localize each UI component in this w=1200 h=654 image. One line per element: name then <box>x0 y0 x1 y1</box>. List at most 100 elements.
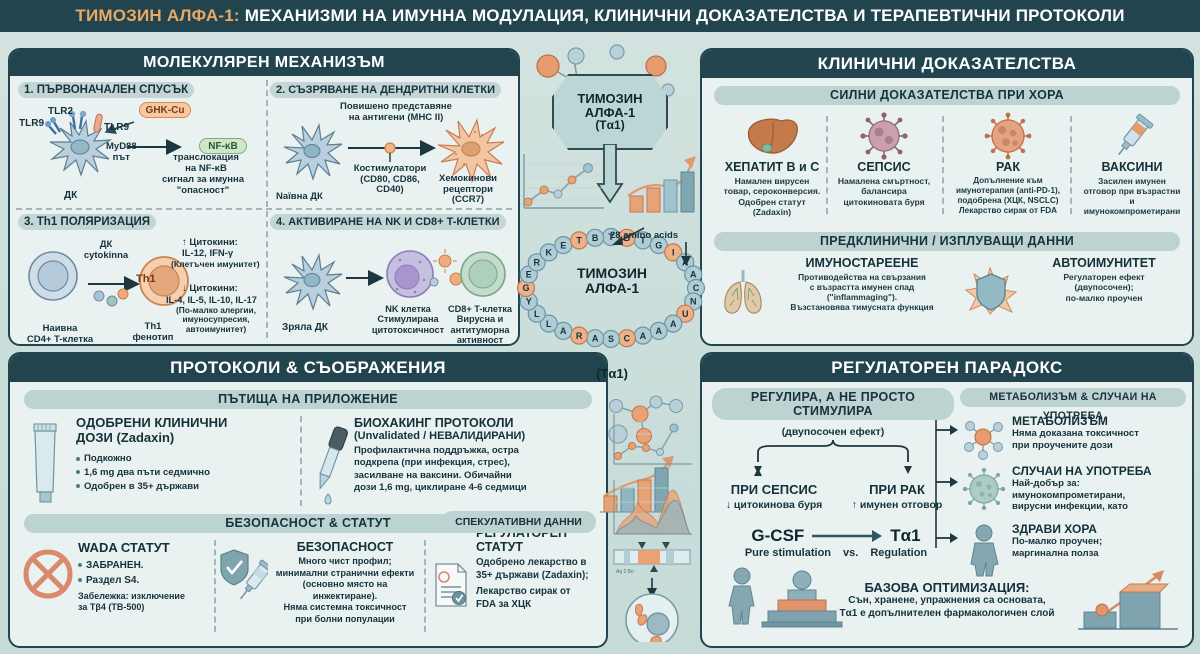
regulatory-desc-2: Лекарство сирак от FDA за ХЦК <box>476 586 571 611</box>
amino-arrow-icon <box>681 242 691 266</box>
preclinical-name: АВТОИМУНИТЕТ <box>1052 256 1156 270</box>
safety-desc: Много чист профил; минимални странични е… <box>275 556 415 624</box>
routes-header: ПЪТИЩА НА ПРИЛОЖЕНИЕ <box>24 390 592 409</box>
preclinical-desc: Противодейства на свързания с възрастта … <box>790 272 934 313</box>
document-check-icon <box>435 563 467 607</box>
line-chart-mini <box>523 154 604 209</box>
base-desc: Сън, хранене, упражнения са основата, Tα… <box>839 595 1055 619</box>
branch-connector <box>754 440 912 476</box>
data-visualization-column: Aq 2 Bo <box>613 414 692 642</box>
hex-line-1: ТИМОЗИН <box>577 91 643 107</box>
syringe-icon <box>1117 113 1154 156</box>
divider <box>214 540 216 632</box>
clinical-panel-title: КЛИНИЧНИ ДОКАЗАТЕЛСТВА <box>702 50 1192 78</box>
naive-dc-label: Naïвна ДК <box>276 191 323 202</box>
amino-acid-node <box>527 253 546 272</box>
tlr9-receptor-orange <box>93 113 103 133</box>
panel-protocols: ПРОТОКОЛИ & СЪОБРАЖЕНИЯ ПЪТИЩА НА ПРИЛОЖ… <box>8 352 608 648</box>
approved-doses-title: ОДОБРЕНИ КЛИНИЧНИ ДОЗИ (Zadaxin) <box>76 415 228 445</box>
regulates-header: РЕГУЛИРА, А НЕ ПРОСТО СТИМУЛИРА <box>712 388 954 420</box>
amino-acid-letter: G <box>522 283 529 293</box>
preclinical-desc: Регулаторен ефект (двупосочен); по-малко… <box>1063 272 1145 303</box>
virus-icon <box>984 112 1032 160</box>
evidence-desc: Засилен имунен отговор при възрастни и и… <box>1083 176 1181 217</box>
approved-bullet: Подкожно <box>76 452 227 466</box>
myd88-label: MyD88 път <box>106 141 137 163</box>
evidence-name: ВАКСИНИ <box>1101 160 1163 174</box>
liver-icon <box>747 118 798 154</box>
panel-clinical-evidence: КЛИНИЧНИ ДОКАЗАТЕЛСТВА СИЛНИ ДОКАЗАТЕЛСТ… <box>700 48 1194 346</box>
amino-acid-node <box>664 243 683 262</box>
compare-left: G-CSF <box>751 526 805 545</box>
amino-acid-letter: B <box>624 233 631 243</box>
bullet-dot <box>76 470 80 475</box>
nk-cell-icon <box>386 250 434 298</box>
right-column-arrows <box>935 420 958 548</box>
growth-chart-icon <box>1078 570 1178 630</box>
tlr9-left-label: TLR9 <box>19 118 44 129</box>
virus-particles-icon <box>429 249 463 287</box>
amino-acid-letter: K <box>546 248 553 258</box>
base-optimization-text: БАЗОВА ОПТИМИЗАЦИЯ: Сън, хранене, упражн… <box>832 580 1062 620</box>
bidirectional-subtitle: (двупосочен ефект) <box>781 426 885 438</box>
up-cytokines-label: ↑ Цитокини: <box>182 237 238 248</box>
lungs-icon <box>724 270 762 314</box>
amino-acid-letter: T <box>576 236 582 246</box>
regulatory-panel-title: РЕГУЛАТОРЕН ПАРАДОКС <box>702 354 1192 382</box>
mhc-label: Повишено представяне на антигени (MHC II… <box>340 101 452 123</box>
amino-acid-letter: I <box>672 248 675 258</box>
th1-cell-label: Th1 <box>136 273 156 285</box>
ta1-label: (Tα1) <box>596 366 628 381</box>
amino-acid-node <box>649 236 668 255</box>
section-2-heading: 2. СЪЗРЯВАНЕ НА ДЕНДРИТНИ КЛЕТКИ <box>270 82 502 98</box>
amino-acid-node <box>554 321 573 341</box>
bullet-dot <box>76 456 80 461</box>
bullet-dot <box>76 484 80 489</box>
cd8-t-cell-label: CD8+ T-клетка Вирусна и антитуморна акти… <box>447 304 513 345</box>
evidence-desc: Допълнение към имунотерапия (anti-PD-1),… <box>955 176 1061 215</box>
base-optimization-illustration <box>728 567 843 628</box>
healthy-desc: По-малко проучен; маргинална полза <box>1012 536 1103 559</box>
thymosin-hex-node: ТИМОЗИН АЛФА-1 (Tα1) <box>552 74 668 150</box>
amino-acid-letter: E <box>560 240 566 250</box>
peptide-name-2: АЛФА-1 <box>584 279 640 296</box>
dc-cytokines-label: ДК cytokinna <box>83 239 129 261</box>
amino-arrow-left-icon <box>612 227 645 245</box>
molecular-section-3: 3. Th1 ПОЛЯРИЗАЦИЯ Th1 ДК cytokinna Наив… <box>16 212 264 344</box>
panel-regulatory-paradox: РЕГУЛАТОРЕН ПАРАДОКС РЕГУЛИРА, А НЕ ПРОС… <box>700 352 1194 648</box>
metabolism-header: МЕТАБОЛИЗЪМ & СЛУЧАИ НА УПОТРЕБА <box>960 388 1186 422</box>
wada-note: Забележка: изключение за Tβ4 (TB-500) <box>78 591 185 613</box>
wada-block: WADA СТАТУТ ЗАБРАНЕН. Раздел S4. Забележ… <box>22 540 212 616</box>
amino-acid-letter: A <box>640 331 647 341</box>
person-icon <box>970 524 999 577</box>
amino-acid-letter: Y <box>526 297 532 307</box>
mature-dc-icon <box>437 118 505 183</box>
healthy-people-item: ЗДРАВИ ХОРА По-малко проучен; маргинална… <box>960 522 1186 578</box>
amino-acid-letter: A <box>670 319 677 329</box>
approved-doses-block: ОДОБРЕНИ КЛИНИЧНИ ДОЗИ (Zadaxin) Подкожн… <box>24 415 294 510</box>
down-cytokines-list: IL-4, IL-5, IL-10, IL-17 <box>166 295 257 305</box>
amino-acid-letter: C <box>693 283 700 293</box>
divider <box>1070 116 1072 214</box>
amino-acids-note: 28 amino acids <box>610 230 679 241</box>
preclinical-item-autoimmunity: АВТОИМУНИТЕТ Регулаторен ефект (двупосоч… <box>960 256 1184 318</box>
evidence-desc: Намалена смъртност, балансира цитокинова… <box>837 176 931 207</box>
safety-title: БЕЗОПАСНОСТ <box>296 540 394 554</box>
amino-acid-letter: T <box>640 236 646 246</box>
peptide-name-1: ТИМОЗИН <box>576 265 648 281</box>
tlr9-right-label: TLR9 <box>104 122 129 133</box>
preclinical-name: ИМУНОСТАРЕЕНЕ <box>805 256 919 270</box>
protocols-panel-title: ПРОТОКОЛИ & СЪОБРАЖЕНИЯ <box>10 354 606 382</box>
amino-acid-node <box>539 314 558 333</box>
shield-syringe-icon <box>220 549 268 600</box>
approved-bullet: 1,6 mg два пъти седмично <box>76 466 227 480</box>
amino-acid-letter: S <box>608 334 614 344</box>
prohibited-icon <box>23 549 73 599</box>
naive-t-cell-label: Наивна CD4+ T-клетка <box>26 323 94 345</box>
healthy-name: ЗДРАВИ ХОРА <box>1012 522 1097 536</box>
base-title: БАЗОВА ОПТИМИЗАЦИЯ: <box>864 580 1030 595</box>
regulatory-desc-1: Одобрено лекарство в 35+ държави (Zadaxi… <box>476 557 589 581</box>
molecule-icon <box>964 421 1003 460</box>
strong-evidence-header: СИЛНИ ДОКАЗАТЕЛСТВА ПРИ ХОРА <box>714 86 1180 105</box>
